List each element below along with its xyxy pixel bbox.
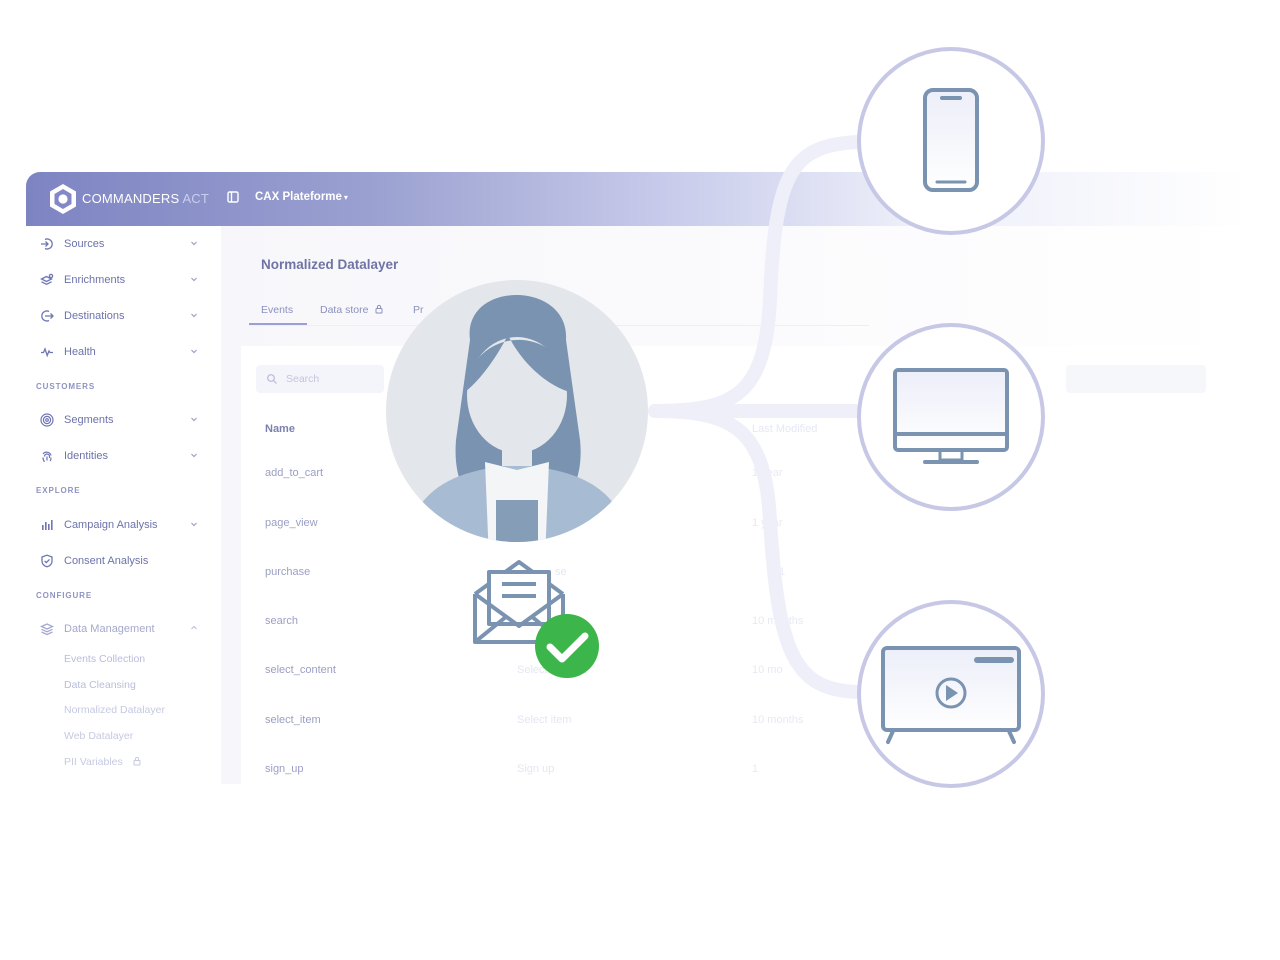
shield-check-icon [39, 553, 55, 569]
column-header-last-modified[interactable]: Last Modified [752, 423, 818, 435]
sidebar-item-data-management[interactable]: Data Management [26, 617, 221, 641]
table-cell-label: Se [517, 615, 531, 627]
target-icon [39, 412, 55, 428]
search-placeholder: Search [286, 373, 320, 385]
lock-icon [375, 304, 383, 314]
chevron-down-icon[interactable] [189, 238, 199, 248]
sidebar: Sources Enrichments Destinations Health … [26, 226, 221, 784]
sidebar-item-label: Destinations [64, 310, 125, 322]
bar-chart-icon [39, 517, 55, 533]
table-cell-last-modified: 10 months [752, 714, 804, 726]
chevron-down-icon[interactable] [189, 519, 199, 529]
sign-out-arrow-icon [39, 308, 55, 324]
table-cell-name[interactable]: search [265, 615, 299, 627]
table-cell-name[interactable]: add_to_cart [265, 467, 324, 479]
brand-name-suffix: ACT [179, 191, 210, 206]
brand-name-main: COMMANDERS [82, 191, 180, 206]
main-content: Normalized Datalayer Events Data store P… [221, 226, 1248, 784]
layers-gear-icon [39, 272, 55, 288]
sidebar-item-label: Consent Analysis [64, 555, 149, 567]
search-icon [267, 374, 277, 384]
section-label-customers: CUSTOMERS [36, 382, 96, 391]
fingerprint-icon [39, 448, 55, 464]
chevron-down-icon: ▾ [343, 193, 348, 202]
app-window: COMMANDERS ACT CAX Plateforme▾ Sources E… [26, 172, 1248, 784]
pulse-icon [39, 344, 55, 360]
tabs-divider [249, 325, 869, 326]
filter-control[interactable] [1066, 365, 1206, 393]
table-cell-label: Select content [517, 664, 587, 676]
chevron-down-icon[interactable] [189, 450, 199, 460]
table-cell-name[interactable]: select_item [265, 714, 321, 726]
section-label-configure: CONFIGURE [36, 591, 93, 600]
chevron-down-icon[interactable] [189, 414, 199, 424]
sidebar-item-enrichments[interactable]: Enrichments [26, 268, 221, 292]
sidebar-subitem-pii-variables[interactable]: PII Variables [64, 756, 142, 768]
tab-label: Data store [320, 304, 369, 316]
commanders-act-logo-icon[interactable] [48, 183, 78, 215]
table-card [241, 346, 1241, 784]
sidebar-subitem-normalized-datalayer[interactable]: Normalized Datalayer [64, 704, 165, 716]
table-cell-name[interactable]: sign_up [265, 763, 304, 775]
tab-third[interactable]: Pr [413, 304, 424, 316]
table-cell-label: Select item [517, 714, 572, 726]
sidebar-item-label: Enrichments [64, 274, 126, 286]
sidebar-item-label: Data Management [64, 623, 155, 635]
sidebar-item-identities[interactable]: Identities [26, 444, 221, 468]
tab-data-store[interactable]: Data store [320, 304, 384, 316]
sidebar-subitem-events-collection[interactable]: Events Collection [64, 653, 146, 665]
sidebar-item-segments[interactable]: Segments [26, 408, 221, 432]
chevron-down-icon[interactable] [189, 310, 199, 320]
sidebar-item-label: Campaign Analysis [64, 519, 158, 531]
table-cell-last-modified: 10 months [752, 615, 804, 627]
table-cell-last-modified: 1 [752, 763, 759, 775]
page-title: Normalized Datalayer [261, 257, 399, 272]
active-tab-indicator [249, 323, 307, 325]
sidebar-item-consent-analysis[interactable]: Consent Analysis [26, 549, 221, 573]
table-cell-name[interactable]: purchase [265, 566, 311, 578]
sidebar-subitem-web-datalayer[interactable]: Web Datalayer [64, 730, 134, 742]
chevron-down-icon[interactable] [189, 274, 199, 284]
sidebar-item-destinations[interactable]: Destinations [26, 304, 221, 328]
table-cell-label: se [555, 566, 567, 578]
sidebar-item-label: Segments [64, 414, 114, 426]
workspace-label: CAX Plateforme [255, 191, 342, 203]
sign-in-arrow-icon [39, 236, 55, 252]
chevron-down-icon[interactable] [189, 346, 199, 356]
sidebar-toggle-icon[interactable] [227, 191, 239, 203]
section-label-explore: EXPLORE [36, 486, 81, 495]
table-cell-name[interactable]: select_content [265, 664, 336, 676]
table-cell-last-modified: 10 mo [752, 664, 783, 676]
table-cell-last-modified: 1 year [752, 517, 783, 529]
stack-icon [39, 621, 55, 637]
search-input[interactable]: Search [256, 365, 384, 393]
workspace-selector[interactable]: CAX Plateforme▾ [255, 191, 348, 203]
sidebar-item-label: Sources [64, 238, 105, 250]
sidebar-item-campaign-analysis[interactable]: Campaign Analysis [26, 513, 221, 537]
chevron-up-icon[interactable] [189, 623, 199, 633]
table-cell-last-modified: 1 year [752, 467, 783, 479]
top-bar: COMMANDERS ACT CAX Plateforme▾ [26, 172, 1248, 226]
table-cell-last-modified: 1 [779, 566, 786, 578]
sidebar-item-health[interactable]: Health [26, 340, 221, 364]
brand-name: COMMANDERS ACT [82, 191, 209, 206]
table-cell-name[interactable]: page_view [265, 517, 318, 529]
column-header-name[interactable]: Name [265, 423, 295, 435]
lock-icon [133, 756, 141, 766]
tab-events[interactable]: Events [261, 304, 294, 316]
sidebar-item-sources[interactable]: Sources [26, 232, 221, 256]
sidebar-item-label: Health [64, 346, 96, 358]
sidebar-subitem-data-cleansing[interactable]: Data Cleansing [64, 679, 136, 691]
sidebar-subitem-label: PII Variables [64, 756, 123, 768]
sidebar-item-label: Identities [64, 450, 109, 462]
table-cell-label: Sign up [517, 763, 555, 775]
